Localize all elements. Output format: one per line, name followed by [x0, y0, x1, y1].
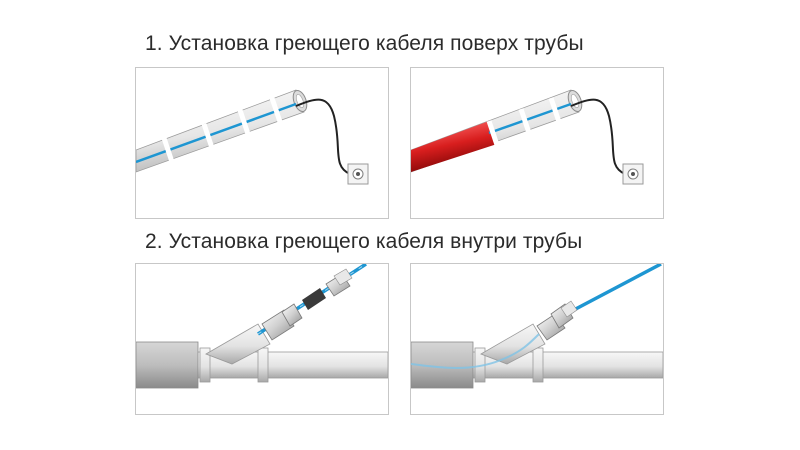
pipe-icon — [411, 89, 644, 185]
pipe-icon — [136, 89, 369, 185]
section1-title: 1. Установка греющего кабеля поверх труб… — [145, 32, 584, 55]
socket-icon — [622, 163, 644, 185]
section2-title: 2. Установка греющего кабеля внутри труб… — [145, 230, 583, 253]
panel-outside-pipe-heated — [410, 67, 664, 219]
pipe-icon — [411, 264, 663, 389]
panel-inside-pipe-gland — [135, 263, 389, 415]
gland-fitting-icon — [536, 300, 578, 341]
socket-icon — [347, 163, 369, 185]
panel-inside-pipe-assembled — [410, 263, 664, 415]
pipe-icon — [136, 264, 388, 389]
panel-outside-pipe-cold — [135, 67, 389, 219]
gland-fitting-icon — [261, 268, 353, 341]
